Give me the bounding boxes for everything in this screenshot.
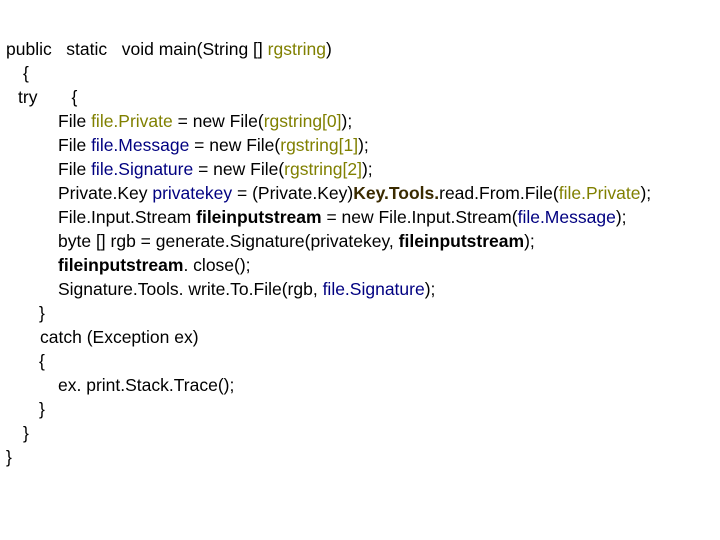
catch-line: catch (Exception ex) — [40, 325, 199, 349]
try-line: try { — [18, 85, 77, 109]
code-text: ) — [326, 39, 332, 59]
code-text: File — [58, 135, 92, 155]
code-text: byte [] rgb = generate.Signature(private… — [58, 231, 399, 251]
code-text: File — [58, 111, 92, 131]
code-text: = new File( — [189, 135, 281, 155]
code-text: public static void main(String [] — [6, 39, 268, 59]
identifier-file-message: file.Message — [91, 135, 190, 155]
code-text: Private.Key — [58, 183, 153, 203]
code-line-private-key: Private.Key privatekey = (Private.Key)Ke… — [58, 181, 651, 205]
code-text: ex. print.Stack.Trace(); — [58, 375, 235, 395]
code-text: } — [39, 399, 45, 419]
code-text: ); — [361, 159, 373, 179]
code-text: { — [23, 63, 29, 83]
code-text: ); — [341, 111, 353, 131]
code-line-write-to-file: Signature.Tools. write.To.File(rgb, file… — [58, 277, 435, 301]
identifier-fileinputstream: fileinputstream — [398, 231, 525, 251]
identifier-file-private: file.Private — [91, 111, 173, 131]
code-line-file-private: File file.Private = new File(rgstring[0]… — [58, 109, 352, 133]
identifier-privatekey: privatekey — [152, 183, 233, 203]
class-key-tools: Key.Tools. — [353, 183, 440, 203]
code-text: ); — [615, 207, 627, 227]
method-close-brace: } — [23, 421, 29, 445]
code-text: } — [23, 423, 29, 443]
identifier-fileinputstream: fileinputstream — [196, 207, 322, 227]
method-open-brace: { — [23, 61, 29, 85]
catch-close-brace: } — [39, 397, 45, 421]
code-line-print-stack-trace: ex. print.Stack.Trace(); — [58, 373, 234, 397]
code-text: File.Input.Stream — [58, 207, 197, 227]
code-text: = new File.Input.Stream( — [321, 207, 518, 227]
identifier-file-message: file.Message — [517, 207, 616, 227]
identifier-fileinputstream: fileinputstream — [58, 255, 184, 275]
code-text: } — [39, 303, 45, 323]
code-line-file-input-stream: File.Input.Stream fileinputstream = new … — [58, 205, 627, 229]
code-text: { — [39, 351, 45, 371]
code-text: Signature.Tools. write.To.File(rgb, — [58, 279, 323, 299]
code-line-file-message: File file.Message = new File(rgstring[1]… — [58, 133, 369, 157]
identifier-rgstring-0: rgstring[0] — [263, 111, 342, 131]
code-line-close: fileinputstream. close(); — [58, 253, 251, 277]
code-text: catch (Exception ex) — [40, 327, 199, 347]
try-close-brace: } — [39, 301, 45, 325]
catch-open-brace: { — [39, 349, 45, 373]
code-text: = (Private.Key) — [232, 183, 354, 203]
code-line-file-signature: File file.Signature = new File(rgstring[… — [58, 157, 373, 181]
code-text: } — [6, 447, 12, 467]
code-text: ); — [640, 183, 652, 203]
code-text: read.From.File( — [439, 183, 559, 203]
code-text: ); — [424, 279, 436, 299]
code-text: ); — [524, 231, 535, 251]
code-text: = new File( — [172, 111, 264, 131]
identifier-file-signature: file.Signature — [322, 279, 425, 299]
class-close-brace: } — [6, 445, 12, 469]
identifier-file-signature: file.Signature — [91, 159, 194, 179]
identifier-rgstring-1: rgstring[1] — [280, 135, 359, 155]
code-line-generate-signature: byte [] rgb = generate.Signature(private… — [58, 229, 535, 253]
code-text: . close(); — [183, 255, 251, 275]
code-text: ); — [358, 135, 369, 155]
identifier-file-private: file.Private — [558, 183, 641, 203]
code-text: File — [58, 159, 92, 179]
method-signature-line: public static void main(String [] rgstri… — [6, 37, 332, 61]
identifier-rgstring: rgstring — [267, 39, 326, 59]
code-text: try { — [18, 87, 78, 107]
identifier-rgstring-2: rgstring[2] — [284, 159, 362, 179]
code-text: = new File( — [193, 159, 285, 179]
